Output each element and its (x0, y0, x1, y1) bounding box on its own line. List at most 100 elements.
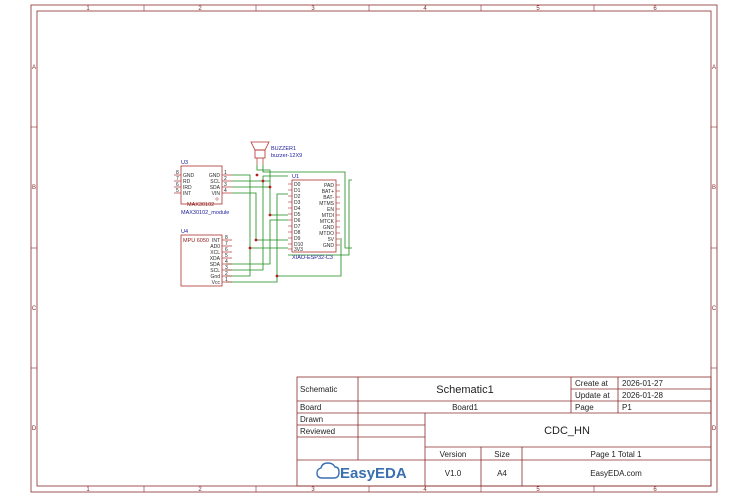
ruler-row-d-right: D (712, 426, 717, 432)
u3-pin-ird: IRD (183, 185, 192, 191)
tb-create-label: Create at (575, 379, 609, 388)
buzzer-ref: BUZZER1 (271, 146, 296, 152)
u1-body (291, 179, 337, 253)
u1-pin-pad: PAD (324, 183, 334, 189)
u3-pin-int: INT (183, 191, 191, 197)
u3-num-8: 8 (176, 170, 179, 176)
u4-num-3: 3 (225, 265, 228, 271)
u1-pin-d9: D9 (294, 236, 301, 242)
outer-border (30, 4, 718, 493)
ruler-row-b-right: B (712, 185, 716, 191)
u3-num-3: 3 (224, 182, 227, 188)
easyeda-logo: EasyEDA (316, 462, 407, 482)
u4-pin-lines (222, 239, 232, 283)
u1-pin-5v: 5V (328, 237, 335, 243)
u4-num-6: 6 (225, 247, 228, 253)
u3-footprint: MAX30102_module (181, 210, 229, 216)
tb-page-total: Page 1 Total 1 (590, 450, 642, 459)
u3-pin1-marker (215, 197, 219, 201)
ruler-col-3-top: 3 (311, 6, 315, 12)
component-u3[interactable]: U3 GND RD IRD INT 8 7 6 5 GND SCL SDA VI… (174, 160, 232, 216)
u4-pin-xcl: XCL (210, 250, 220, 256)
u1-pin-3v3: 3V3 (294, 247, 303, 253)
buzzer-value: buzzer-12X9 (271, 153, 302, 159)
u1-pin-d2: D2 (294, 194, 301, 200)
ruler-col-2-bottom: 2 (198, 487, 202, 493)
ruler-row-b-left: B (32, 185, 36, 191)
u3-pin-sda: SDA (210, 185, 221, 191)
ruler-col-4-bottom: 4 (423, 487, 427, 493)
u1-pin-bat-plus: BAT+ (322, 189, 334, 195)
u3-value: MAX30102 (187, 202, 214, 208)
inner-border (36, 10, 712, 487)
ruler-col-6-top: 6 (653, 6, 657, 12)
u3-pin-lines (174, 174, 232, 194)
junctions (248, 173, 279, 278)
ruler-col-1-bottom: 1 (86, 487, 90, 493)
ruler-row-d-left: D (32, 426, 37, 432)
tb-reviewed-label: Reviewed (300, 427, 335, 436)
u1-pin-mtck: MTCK (320, 219, 335, 225)
component-u1[interactable]: U1 D0 D1 D2 D3 D4 D5 D6 D7 D8 D9 D10 3V3… (288, 174, 340, 261)
tb-update-label: Update at (575, 391, 610, 400)
u1-pin-lines-left (288, 183, 292, 250)
ruler-col-3-bottom: 3 (311, 487, 315, 493)
u3-num-1: 1 (224, 170, 227, 176)
tb-update-value: 2026-01-28 (622, 391, 663, 400)
tb-schematic-label: Schematic (300, 385, 337, 394)
u4-num-2: 2 (225, 271, 228, 277)
tb-page-label: Page (575, 403, 594, 412)
u3-ref: U3 (181, 160, 188, 166)
u1-pin-bat-minus: BAT- (323, 195, 334, 201)
tb-version-label: Version (440, 450, 467, 459)
ruler-col-6-bottom: 6 (653, 487, 657, 493)
u4-pin-ad0: AD0 (210, 244, 220, 250)
ruler-col-1-top: 1 (86, 6, 90, 12)
u3-pin-scl: SCL (210, 179, 220, 185)
tb-version-value: V1.0 (445, 469, 462, 478)
component-u4[interactable]: U4 MPU 6050 INT AD0 XCL XDA SDA SCL Gnd … (180, 229, 232, 287)
title-block (296, 376, 712, 487)
u1-pin-d6: D6 (294, 218, 301, 224)
u3-num-2: 2 (224, 176, 227, 182)
u4-value: MPU 6050 (183, 238, 209, 244)
u3-pin-gnd-left: GND (183, 173, 195, 179)
component-buzzer[interactable]: BUZZER1 buzzer-12X9 (250, 141, 302, 165)
u4-num-5: 5 (225, 253, 228, 259)
u3-num-5: 5 (176, 188, 179, 194)
ruler-col-2-top: 2 (198, 6, 202, 12)
u1-pin-d7: D7 (294, 224, 301, 230)
u3-pin-vin: VIN (212, 191, 221, 197)
u1-ref: U1 (292, 174, 299, 180)
u4-pin-vcc: Vcc (212, 280, 221, 286)
u1-pin-d5: D5 (294, 212, 301, 218)
u4-body (180, 234, 223, 287)
u4-pin-xda: XDA (210, 256, 221, 262)
u4-num-8: 8 (225, 235, 228, 241)
u3-num-7: 7 (176, 176, 179, 182)
u1-pin-d4: D4 (294, 206, 301, 212)
u1-pin-d8: D8 (294, 230, 301, 236)
ruler-row-c-right: C (712, 306, 717, 312)
u4-pin-gnd: Gnd (211, 274, 221, 280)
tb-create-value: 2026-01-27 (622, 379, 663, 388)
tb-page-value: P1 (622, 403, 632, 412)
tb-site: EasyEDA.com (590, 469, 642, 478)
u1-pin-mtdo: MTDO (319, 231, 334, 237)
u1-pin-d10: D10 (294, 242, 303, 248)
u1-pin-gnd-1: GND (323, 225, 335, 231)
u1-pin-lines-right (336, 184, 340, 246)
ruler-col-4-top: 4 (423, 6, 427, 12)
u1-pin-d1: D1 (294, 188, 301, 194)
u1-pin-d3: D3 (294, 200, 301, 206)
u1-pin-d0: D0 (294, 182, 301, 188)
tb-size-value: A4 (497, 469, 507, 478)
u4-pin-sda: SDA (210, 262, 221, 268)
u4-num-1: 1 (225, 277, 228, 283)
u3-body (180, 165, 223, 205)
cloud-icon (316, 462, 340, 479)
tb-size-label: Size (494, 450, 510, 459)
u1-pin-gnd-2: GND (323, 243, 335, 249)
u1-pin-en: EN (327, 207, 334, 213)
